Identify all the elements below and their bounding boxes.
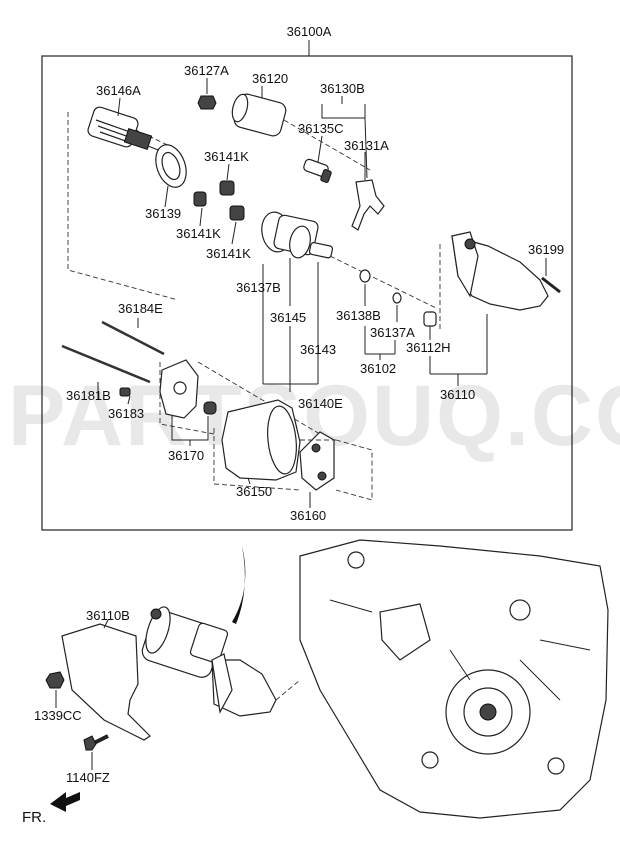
callout-36160[interactable]: 36160 bbox=[290, 508, 326, 523]
fr-arrow-icon bbox=[50, 792, 80, 812]
callout-36130B[interactable]: 36130B bbox=[320, 81, 365, 96]
part-bushing-36112H[interactable] bbox=[423, 311, 437, 340]
callout-36138B[interactable]: 36138B bbox=[336, 308, 381, 323]
callout-36184E[interactable]: 36184E bbox=[118, 301, 163, 316]
callout-36141K-a[interactable]: 36141K bbox=[204, 149, 249, 164]
callout-36102[interactable]: 36102 bbox=[360, 361, 396, 376]
part-brush-holder-36160[interactable] bbox=[299, 431, 373, 508]
callout-36199[interactable]: 36199 bbox=[528, 242, 564, 257]
part-overrunning-clutch-36145[interactable] bbox=[259, 210, 437, 309]
part-bolt-36199[interactable] bbox=[541, 258, 561, 294]
part-starter-assembly[interactable] bbox=[140, 604, 277, 717]
callout-36140E[interactable]: 36140E bbox=[298, 396, 343, 411]
callout-36150[interactable]: 36150 bbox=[236, 484, 272, 499]
callout-36146A[interactable]: 36146A bbox=[96, 83, 141, 98]
part-lever-36131A[interactable] bbox=[351, 179, 385, 231]
callout-36110B[interactable]: 36110B bbox=[86, 608, 130, 623]
callout-36139[interactable]: 36139 bbox=[145, 206, 181, 221]
assembly-label-36100A: 36100A bbox=[287, 24, 332, 39]
callout-36110[interactable]: 36110 bbox=[440, 387, 475, 402]
part-bolt-1140FZ[interactable] bbox=[83, 734, 109, 770]
part-nut-36127A[interactable] bbox=[197, 78, 217, 110]
part-snap-ring-36137A[interactable] bbox=[392, 292, 402, 322]
callout-36137A[interactable]: 36137A bbox=[370, 325, 415, 340]
callout-1339CC[interactable]: 1339CC bbox=[34, 708, 82, 723]
part-solenoid-36120[interactable] bbox=[230, 86, 371, 171]
callout-36170[interactable]: 36170 bbox=[168, 448, 204, 463]
callout-36127A[interactable]: 36127A bbox=[184, 63, 229, 78]
part-through-bolt-36184E[interactable] bbox=[101, 318, 165, 356]
callout-36183[interactable]: 36183 bbox=[108, 406, 144, 421]
part-drive-housing-36110[interactable] bbox=[439, 231, 549, 330]
engine-block bbox=[275, 539, 609, 819]
callout-36135C[interactable]: 36135C bbox=[298, 121, 344, 136]
part-nut-1339CC[interactable] bbox=[45, 671, 65, 708]
callout-36137B[interactable]: 36137B bbox=[236, 280, 281, 295]
callout-36145[interactable]: 36145 bbox=[270, 310, 306, 325]
part-through-bolt-36181B[interactable] bbox=[61, 344, 151, 400]
callout-36143[interactable]: 36143 bbox=[300, 342, 336, 357]
callout-36112H[interactable]: 36112H bbox=[406, 340, 451, 355]
orientation-label: FR. bbox=[22, 809, 46, 826]
part-cover-36110B[interactable] bbox=[61, 619, 151, 741]
part-brush-plate-36139[interactable] bbox=[150, 141, 191, 192]
lower-arrow bbox=[232, 546, 246, 624]
assembly-frame bbox=[41, 55, 573, 531]
callout-36141K-b[interactable]: 36141K bbox=[176, 226, 221, 241]
part-plunger-36135C[interactable] bbox=[303, 135, 332, 183]
callout-36181B[interactable]: 36181B bbox=[66, 388, 111, 403]
part-yoke-36150[interactable] bbox=[221, 399, 301, 485]
part-end-frame-36170[interactable] bbox=[159, 359, 331, 441]
part-screw-36183[interactable] bbox=[119, 387, 131, 397]
callout-36141K-c[interactable]: 36141K bbox=[206, 246, 251, 261]
part-bearing-36141K[interactable] bbox=[193, 163, 245, 245]
callout-1140FZ[interactable]: 1140FZ bbox=[66, 770, 110, 785]
part-snap-ring-36138B[interactable] bbox=[359, 269, 371, 306]
callout-36131A[interactable]: 36131A bbox=[344, 138, 389, 153]
callout-36120[interactable]: 36120 bbox=[252, 71, 288, 86]
part-armature-36146A[interactable] bbox=[67, 106, 179, 301]
